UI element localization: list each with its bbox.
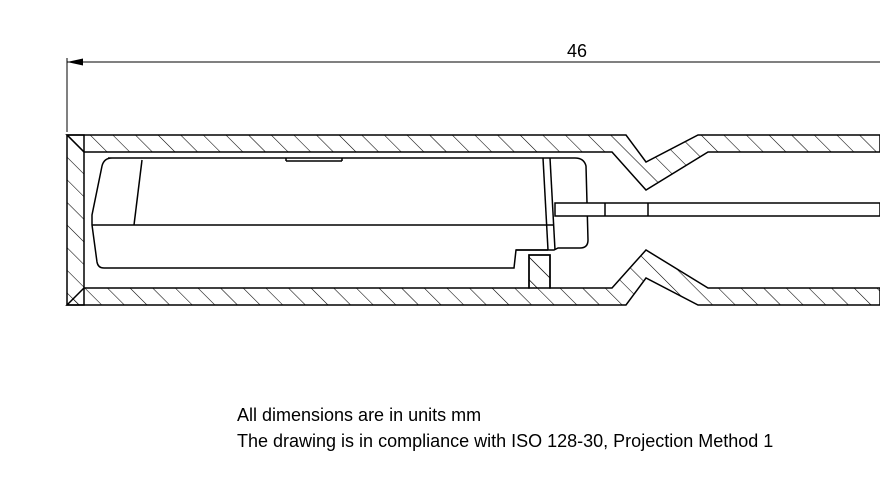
housing-top-wall <box>65 134 880 191</box>
housing-post <box>528 254 551 289</box>
component-line-right2 <box>549 157 556 251</box>
lead-wire-body <box>554 202 880 217</box>
dimension-arrow-head <box>67 58 83 66</box>
inner-component <box>91 157 589 269</box>
housing-bottom-wall <box>65 249 880 306</box>
component-line-right1 <box>542 157 549 251</box>
housing-left-wall <box>66 134 85 306</box>
housing-section <box>65 134 880 306</box>
component-body <box>91 157 589 269</box>
dimension-value: 46 <box>567 41 587 61</box>
component-line-left <box>133 159 143 226</box>
note-units: All dimensions are in units mm <box>237 405 482 425</box>
drawing-notes: All dimensions are in units mm The drawi… <box>237 402 773 454</box>
lead-wire <box>554 202 880 217</box>
note-compliance: The drawing is in compliance with ISO 12… <box>237 431 774 451</box>
dimension-annotation: 46 <box>66 41 880 132</box>
